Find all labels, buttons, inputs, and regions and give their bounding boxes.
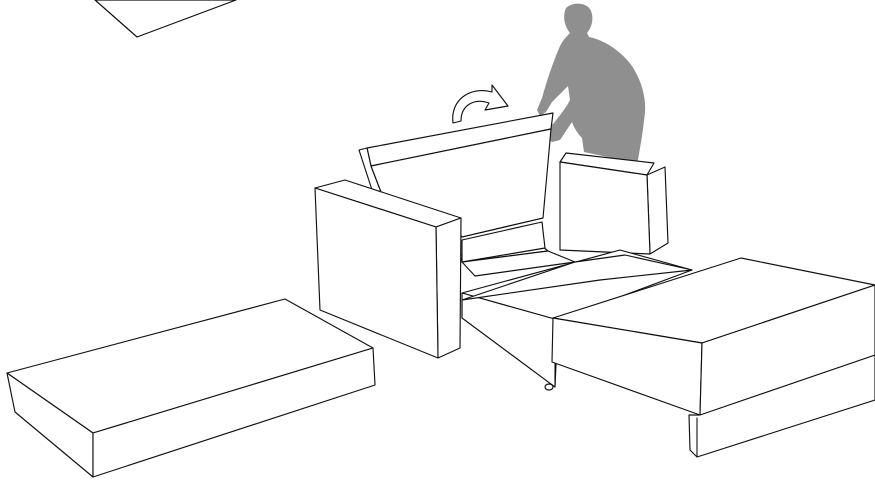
right-armrest — [560, 153, 668, 254]
person-silhouette — [537, 4, 645, 163]
floor-seat-cushion — [7, 299, 375, 477]
rotate-arrow-icon — [453, 85, 508, 123]
top-left-cushion — [95, 0, 236, 37]
frame-wheel — [545, 384, 553, 390]
